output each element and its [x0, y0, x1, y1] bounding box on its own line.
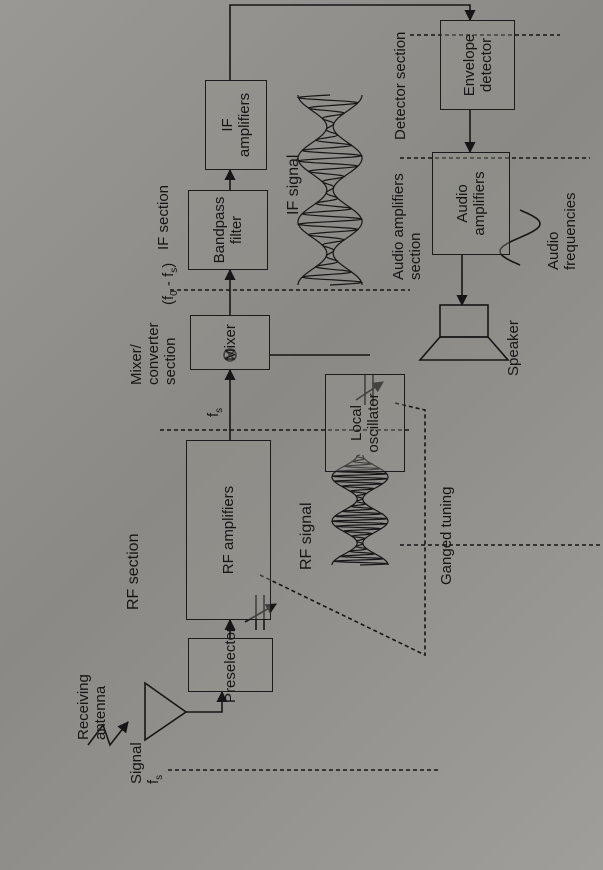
rf-waveform-icon	[331, 454, 390, 566]
variable-capacitor-icon	[244, 595, 277, 630]
sine-wave-icon	[499, 209, 541, 266]
if-amplifiers-block: IF amplifiers	[205, 80, 267, 170]
bandpass-filter-block: Bandpass filter	[188, 190, 268, 270]
f0-minus-fs-label: (f0 - fs)	[160, 262, 180, 305]
audio-frequencies-label: Audio frequencies	[545, 192, 579, 270]
ganged-tuning-label: Ganged tuning	[438, 486, 455, 585]
fs-label: fs	[205, 407, 225, 417]
section-label-detector: Detector section	[392, 31, 409, 140]
preselector-block: Preselector	[188, 627, 273, 703]
rf-amplifiers-block: RF amplifiers	[186, 440, 271, 620]
section-label-mixer: Mixer/ converter section	[128, 322, 179, 385]
section-label-rf: RF section	[125, 533, 142, 610]
variable-capacitor-icon-lo	[355, 375, 384, 405]
rf-signal-label: RF signal	[298, 502, 315, 570]
antenna-icon	[144, 681, 188, 742]
line-if-detector	[229, 4, 476, 80]
if-signal-label: IF signal	[285, 154, 302, 215]
section-label-if: IF section	[155, 184, 172, 250]
section-label-audio: Audio amplifiers section	[390, 173, 424, 280]
envelope-detector-block: Envelope detector	[440, 20, 515, 110]
mixer-block: Mixer	[190, 315, 270, 370]
speaker-label: Speaker	[505, 320, 522, 376]
if-waveform-icon	[296, 94, 364, 286]
line-antenna-preselector	[185, 690, 228, 713]
circle-x-mixer-icon	[223, 348, 237, 362]
speaker-icon	[418, 304, 510, 361]
lightning-signal-icon	[87, 721, 129, 747]
signal-label: Signal fs	[128, 742, 165, 784]
antenna-label: Receiving antenna	[75, 674, 109, 740]
audio-amplifiers-block: Audio amplifiers	[432, 152, 510, 255]
local-oscillator-block: Local oscillator	[325, 374, 405, 472]
ganged-tuning-line	[259, 402, 426, 657]
